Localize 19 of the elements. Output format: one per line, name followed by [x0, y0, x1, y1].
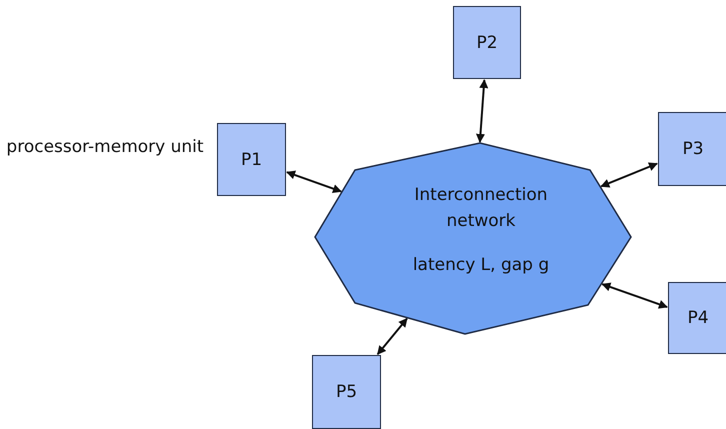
unit-caption: processor-memory unit [5, 136, 205, 159]
processor-label: P2 [476, 32, 498, 52]
processor-label: P4 [687, 308, 709, 328]
double-arrow [286, 170, 342, 193]
double-arrow [476, 79, 488, 143]
double-arrow [376, 318, 408, 355]
double-arrow [600, 162, 658, 188]
double-arrow [601, 282, 668, 309]
network-parameters: latency L, gap g [412, 254, 550, 277]
network-octagon [315, 143, 631, 334]
processor-box [453, 6, 521, 79]
processor-box [217, 123, 286, 196]
processor-label: P1 [240, 150, 262, 170]
processor-box [312, 355, 381, 429]
processor-box [668, 282, 726, 354]
processor-label: P3 [682, 139, 704, 159]
processor-box [658, 112, 726, 186]
processor-label: P5 [336, 382, 358, 402]
network-title: Interconnection network [413, 184, 549, 232]
